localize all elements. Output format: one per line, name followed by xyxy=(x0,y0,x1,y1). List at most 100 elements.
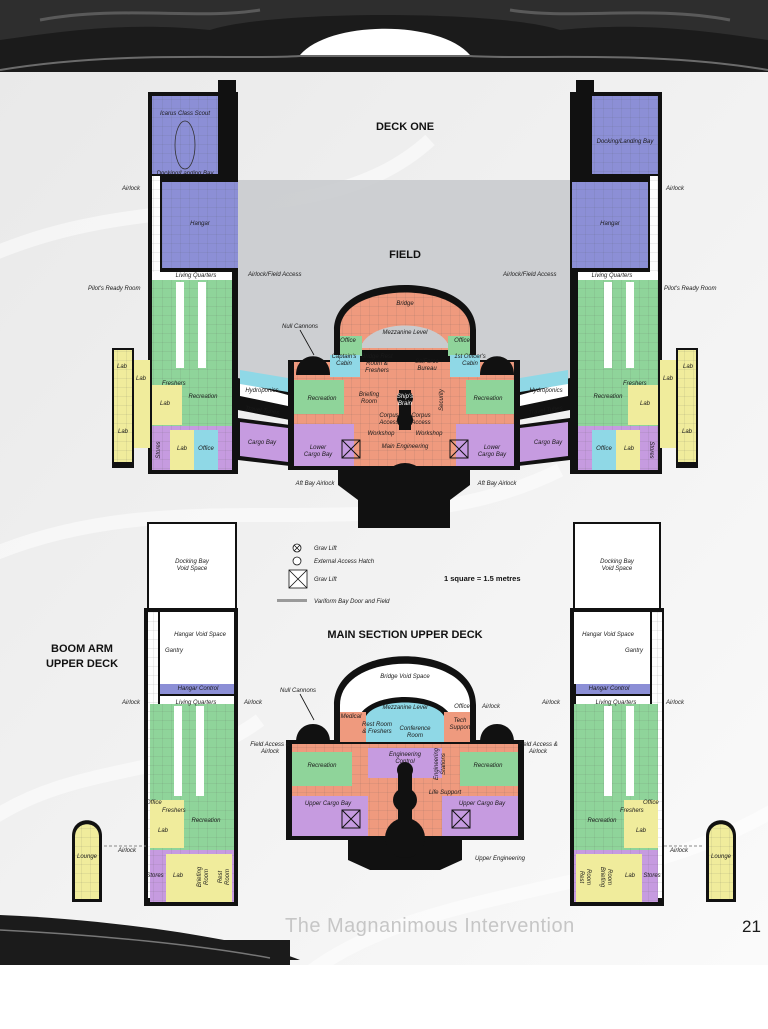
label-life-support: Life Support xyxy=(429,790,462,796)
label-upper-rest-right-1: Rest xyxy=(578,871,584,884)
label-lower-cargo-left-1: Lower xyxy=(310,445,327,451)
label-office-right: Office xyxy=(596,446,612,452)
label-upper-briefing-right-2: Room xyxy=(606,869,612,885)
label-officers-2: Cabin xyxy=(462,361,478,367)
label-pilots-right: Pilot's Ready Room xyxy=(664,286,717,292)
label-lab-right-5: Lab xyxy=(624,446,635,452)
label-upper-office-left: Office xyxy=(146,800,162,806)
label-upper-airlock-right-lounge: Airlock xyxy=(669,848,689,854)
label-lounge-right: Lounge xyxy=(711,854,732,860)
label-field-access-right-2: Airlock xyxy=(528,749,548,755)
right-arm-deck-one xyxy=(570,80,698,474)
label-eng-stations-2: Stations xyxy=(441,753,447,775)
label-sciforce-2: Bureau xyxy=(417,366,437,372)
label-lab-left-3: Lab xyxy=(160,401,171,407)
label-mezzanine-d1: Mezzanine Level xyxy=(382,330,428,336)
label-workshop-left: Workshop xyxy=(367,431,395,437)
label-upper-briefing-right-1: Briefing xyxy=(599,867,605,888)
label-upper-freshers-right: Freshers xyxy=(620,808,644,814)
label-airlock-left: Airlock xyxy=(121,186,141,192)
label-upper-rest-left-1: Rest xyxy=(218,871,224,884)
label-lab-left-2: Lab xyxy=(136,376,147,382)
label-officers-1: 1st Officer's xyxy=(454,354,486,360)
legend-item-variform: Variform Bay Door and Field xyxy=(277,599,390,605)
label-eng-control-1: Engineering xyxy=(389,752,422,758)
label-main-engineering: Main Engineering xyxy=(382,444,429,450)
label-lab-right-3: Lab xyxy=(640,401,651,407)
legend: Grav Lift External Access Hatch Grav Lif… xyxy=(277,543,521,605)
label-ships-brain-2: Brain xyxy=(398,401,413,407)
legend-label-grav-lift: Grav Lift xyxy=(314,546,337,552)
label-airlock-field-right: Airlock/Field Access xyxy=(502,272,556,278)
left-arm-upper-deck xyxy=(72,522,238,906)
label-upper-stores-left: Stores xyxy=(146,873,163,879)
label-corpus-right-1: Corpus xyxy=(411,413,430,419)
label-bridge-rest-2: Room & xyxy=(366,361,388,367)
legend-label-grav-lift-large: Grav Lift xyxy=(314,577,337,583)
label-lower-cargo-right-2: Cargo Bay xyxy=(478,452,507,458)
label-briefing-2: Room xyxy=(361,399,377,405)
label-bridge-rest-3: Freshers xyxy=(365,368,389,374)
label-airlock-right: Airlock xyxy=(665,186,685,192)
label-tech-support-2: Support xyxy=(449,725,470,731)
label-tech-support-1: Tech xyxy=(454,718,467,724)
main-upper-heading: MAIN SECTION UPPER DECK xyxy=(327,629,482,641)
label-hangar-void-left: Hangar Void Space xyxy=(174,632,226,638)
legend-label-hatch: External Access Hatch xyxy=(314,559,375,565)
label-gantry-left: Gantry xyxy=(165,648,184,654)
label-upper-rest-right-2: Room xyxy=(585,869,591,885)
label-lab-right-1: Lab xyxy=(683,364,694,370)
center-upper-deck xyxy=(286,656,524,870)
label-field-access-left-2: Airlock xyxy=(260,749,280,755)
label-upper-airlock-left-lounge: Airlock xyxy=(117,848,137,854)
label-rest-room-2: & Freshers xyxy=(362,729,391,735)
label-cargo-bay-left: Cargo Bay xyxy=(248,440,277,446)
label-airlock-upper-center: Airlock xyxy=(481,704,501,710)
label-captains-1: Captain's xyxy=(332,354,357,360)
label-null-cannons-d1: Null Cannons xyxy=(282,324,318,330)
label-freshers-left: Freshers xyxy=(162,381,186,387)
label-medical: Medical xyxy=(341,714,362,720)
label-airlock-field-left: Airlock/Field Access xyxy=(247,272,301,278)
label-gantry-right: Gantry xyxy=(625,648,644,654)
right-arm-upper-deck xyxy=(570,522,736,906)
label-hydroponics-right: Hydroponics xyxy=(529,388,562,394)
label-lab-right-4: Lab xyxy=(682,429,693,435)
left-arm-deck-one xyxy=(112,80,238,474)
legend-item-hatch: External Access Hatch xyxy=(292,556,375,566)
label-recreation-right: Recreation xyxy=(593,394,623,400)
label-upper-lab-left: Lab xyxy=(158,828,169,834)
label-cargo-bay-right: Cargo Bay xyxy=(534,440,563,446)
label-upper-airlock-right-outer: Airlock xyxy=(665,700,685,706)
label-lab-left-1: Lab xyxy=(117,364,128,370)
label-icarus-scout: Icarus Class Scout xyxy=(160,111,210,117)
label-upper-cargo-left: Upper Cargo Bay xyxy=(305,801,352,807)
scale-label: 1 square = 1.5 metres xyxy=(444,574,521,583)
label-corpus-left-1: Corpus xyxy=(379,413,398,419)
label-upper-recreation-right: Recreation xyxy=(587,818,617,824)
label-travel-tubes-right: Travel Tubes xyxy=(529,406,564,417)
label-upper-rest-left-2: Room xyxy=(225,869,231,885)
label-docking-bay-right: Docking/Landing Bay xyxy=(597,139,655,145)
label-lower-cargo-right-1: Lower xyxy=(484,445,501,451)
label-aft-bay-right: Aft Bay Airlock xyxy=(477,481,518,487)
deck-one-heading: DECK ONE xyxy=(376,121,434,133)
label-hangar-void-right: Hangar Void Space xyxy=(582,632,634,638)
bottom-banner: The Magnanimous Intervention 21 xyxy=(0,915,761,965)
label-upper-docking-void-left-2: Void Space xyxy=(177,566,208,572)
label-upper-docking-void-right-2: Void Space xyxy=(602,566,633,572)
label-docking-bay-left: Docking/Landing Bay xyxy=(157,171,215,177)
label-upper-stores-right: Stores xyxy=(643,873,660,879)
label-workshop-right: Workshop xyxy=(415,431,443,437)
label-upper-lab-right-2: Lab xyxy=(625,873,636,879)
label-lounge-left: Lounge xyxy=(77,854,98,860)
label-freshers-right: Freshers xyxy=(623,381,647,387)
label-upper-lab-left-2: Lab xyxy=(173,873,184,879)
label-ships-brain-1: Ship's xyxy=(397,394,413,400)
label-lower-cargo-left-2: Cargo Bay xyxy=(304,452,333,458)
label-stores-left: Stores xyxy=(156,441,162,458)
label-upper-docking-void-right-1: Docking Bay xyxy=(600,559,635,565)
label-corpus-left-2: Access xyxy=(378,420,398,426)
label-hydroponics-left: Hydroponics xyxy=(245,388,278,394)
